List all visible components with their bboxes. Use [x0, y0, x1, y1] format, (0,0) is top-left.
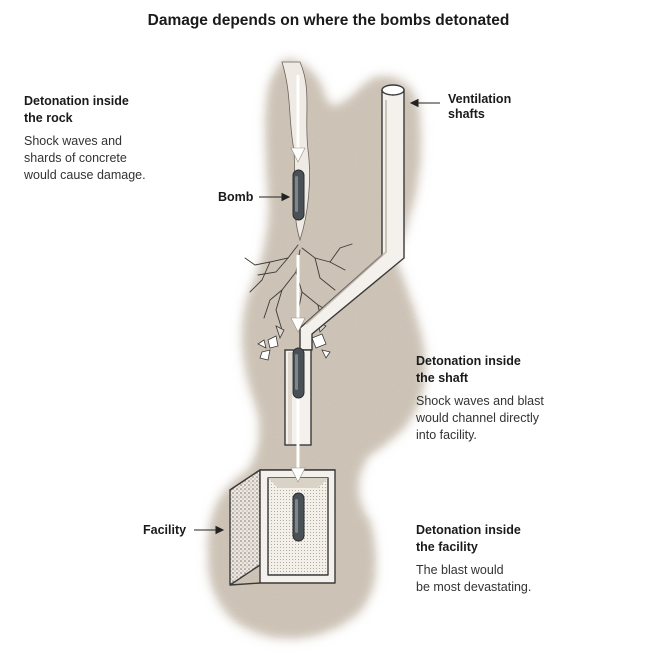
section-shaft-heading: Detonation inside the shaft	[416, 354, 521, 385]
section-shaft-body: Shock waves and blast would channel dire…	[416, 394, 544, 442]
facility-box	[229, 469, 336, 586]
section-facility-heading: Detonation inside the facility	[416, 523, 521, 554]
trajectory-arrows	[290, 75, 306, 483]
bomb-shaft	[292, 347, 305, 399]
section-facility-body: The blast would be most devastating.	[416, 563, 532, 594]
bomb-rock	[292, 169, 305, 221]
arrow-bottom	[290, 395, 306, 483]
section-rock-heading: Detonation inside the rock	[24, 94, 129, 125]
bomb-facility	[292, 492, 305, 542]
callout-bomb: Bomb	[218, 190, 254, 204]
arrow-middle	[290, 255, 306, 333]
section-rock-body: Shock waves and shards of concrete would…	[24, 134, 146, 182]
callout-facility: Facility	[143, 523, 187, 537]
section-shaft: Detonation inside the shaft Shock waves …	[416, 353, 616, 444]
ventilation-shaft	[299, 84, 405, 351]
leader-lines	[194, 98, 440, 535]
section-rock: Detonation inside the rock Shock waves a…	[24, 93, 194, 184]
callout-ventilation: Ventilation shafts	[448, 92, 512, 121]
diagram-title: Damage depends on where the bombs detona…	[147, 12, 510, 29]
arrow-top	[290, 75, 306, 163]
section-facility: Detonation inside the facility The blast…	[416, 522, 616, 596]
